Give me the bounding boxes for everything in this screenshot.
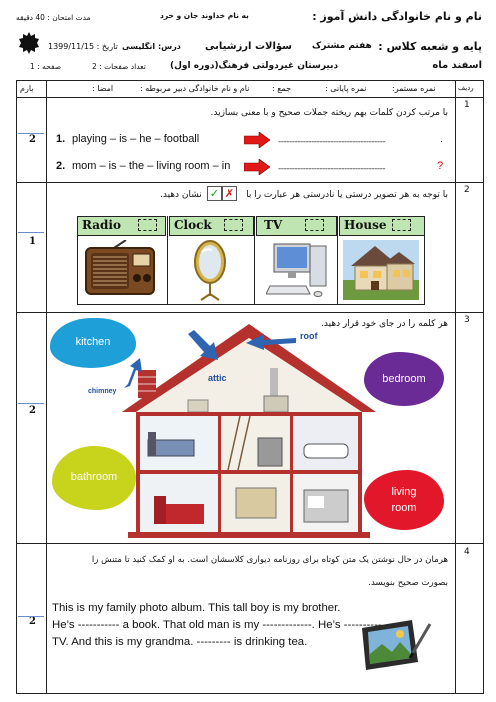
q3-score: 2: [29, 405, 36, 416]
card-radio-label: Radio: [82, 218, 121, 232]
q4-line-1: This is my family photo album. This tall…: [52, 602, 341, 614]
kitchen-word-blob[interactable]: kitchen: [50, 318, 136, 368]
school-name: دبیرستان غیردولتی فرهنگ(دوره اول): [170, 61, 339, 71]
exam-duration: مدت امتحان : 40 دقیقه: [16, 13, 91, 22]
drawing-tablet-icon: [362, 620, 432, 670]
card-clock: [169, 216, 254, 236]
radio-image: [85, 240, 155, 295]
q1-item-1-end: .: [440, 133, 444, 145]
card-radio: [77, 216, 166, 236]
divider: [16, 543, 484, 544]
q1-item-1: 1.: [56, 133, 66, 145]
q4-line-3: TV. And this is my grandma. --------- is…: [52, 636, 308, 648]
exam-date: تاریخ : 1399/11/15: [48, 42, 118, 51]
bedroom-word-blob[interactable]: bedroom: [364, 352, 444, 406]
bedroom-word: bedroom: [382, 373, 426, 385]
living-room-word-blob[interactable]: living room: [364, 470, 444, 530]
score-line: [18, 133, 44, 134]
q3-number: 3: [464, 315, 470, 325]
q4-line-2: He’s ----------- a book. That old man is…: [52, 619, 382, 631]
card-house-label: House: [344, 218, 387, 232]
attic-label: attic: [208, 373, 227, 383]
exam-table: [16, 80, 484, 694]
score-header: بارم: [20, 84, 34, 93]
teacher-header: نام و نام خانوادگی دبیر مربوطه :: [140, 84, 250, 93]
q2-instruction: با توجه به هر تصویر درستی یا نادرستی هر …: [246, 190, 448, 200]
divider: [337, 216, 338, 304]
bathroom-word-blob[interactable]: bathroom: [52, 446, 136, 510]
q3-instruction: هر کلمه را در جای خود قرار دهید.: [321, 319, 448, 329]
continuous-score-header: نمره مستمر:: [392, 84, 436, 93]
cards-image-row: [77, 234, 425, 305]
card-tv: [256, 216, 337, 236]
page-count: تعداد صفحات : 2: [92, 62, 146, 71]
divider: [16, 182, 484, 183]
card-tv-label: TV: [264, 218, 283, 232]
q1-score: 2: [29, 134, 36, 145]
score-column-divider: [46, 80, 47, 693]
mirror-image: [194, 240, 226, 301]
total-header: جمع :: [272, 84, 292, 93]
arrow-icon: [243, 158, 271, 179]
page-number: صفحه : 1: [30, 62, 62, 71]
divider: [16, 312, 484, 313]
house-image: [343, 240, 419, 300]
q4-number: 4: [464, 547, 470, 557]
roof-label: roof: [300, 331, 318, 341]
arrow-icon: [243, 131, 271, 152]
clock-answer-box[interactable]: [224, 219, 243, 231]
chimney-arrow-icon: [124, 358, 142, 388]
tv-answer-box[interactable]: [305, 219, 324, 231]
bathroom-word: bathroom: [70, 471, 118, 483]
q1-instruction: با مرتب کردن کلمات بهم ریخته جملات صحیح …: [210, 108, 448, 118]
roof-arrow-icon: [246, 334, 296, 350]
exam-title: سؤالات ارزشیابی: [205, 41, 292, 52]
q2-number: 2: [464, 185, 470, 195]
check-icon: ✓: [207, 186, 222, 201]
subject-label: درس: انگلیسی: [122, 42, 181, 51]
class-label: پایه و شعبه کلاس :: [378, 40, 482, 53]
computer-image: [266, 243, 327, 297]
q1-answer-line-1[interactable]: ---------------------------------------: [278, 137, 386, 147]
final-score-header: نمره پایانی :: [325, 84, 367, 93]
q4-instruction-2: بصورت صحیح بنویسد.: [368, 578, 448, 588]
row-column-divider: [455, 80, 456, 693]
q1-item-2-text: mom – is – the – living room – in: [72, 160, 231, 172]
q4-instruction-1: هرمان در حال نوشتن یک متن کوتاه برای روز…: [91, 555, 448, 565]
radio-answer-box[interactable]: [138, 219, 157, 231]
score-line: [18, 232, 44, 233]
living-word: living: [391, 486, 417, 498]
attic-arrow-icon: [188, 330, 218, 360]
header-blessing: به نام خداوند جان و خرد: [160, 11, 249, 20]
chimney-label: chimney: [88, 388, 117, 395]
card-clock-label: Clock: [174, 218, 212, 232]
month-label: اسفند ماه: [432, 60, 482, 71]
card-house: [339, 216, 425, 236]
q2-score: 1: [29, 236, 36, 247]
score-line: [18, 616, 44, 617]
cross-icon: ✗: [222, 186, 237, 201]
room-word: room: [391, 502, 417, 514]
seal-badge: [18, 32, 40, 54]
q1-number: 1: [464, 100, 470, 110]
house-cross-section: [122, 324, 376, 538]
grade-label: هفتم مشترک: [312, 41, 372, 51]
q2-instruction-end: نشان دهید.: [160, 190, 202, 200]
q1-item-1-text: playing – is – he – football: [72, 133, 200, 145]
divider: [254, 216, 255, 304]
kitchen-word: kitchen: [75, 336, 111, 348]
q1-answer-line-2[interactable]: ---------------------------------------: [278, 164, 386, 174]
q1-item-2-end: ?: [437, 160, 444, 172]
signature-header: امضا :: [92, 84, 114, 93]
house-answer-box[interactable]: [392, 219, 411, 231]
student-name-label: نام و نام خانوادگی دانش آموز :: [312, 10, 482, 23]
score-line: [18, 403, 44, 404]
divider: [16, 97, 484, 98]
row-header: ردیف: [458, 84, 474, 92]
q1-item-2: 2.: [56, 160, 66, 172]
divider: [167, 216, 168, 304]
q4-score: 2: [29, 616, 36, 627]
